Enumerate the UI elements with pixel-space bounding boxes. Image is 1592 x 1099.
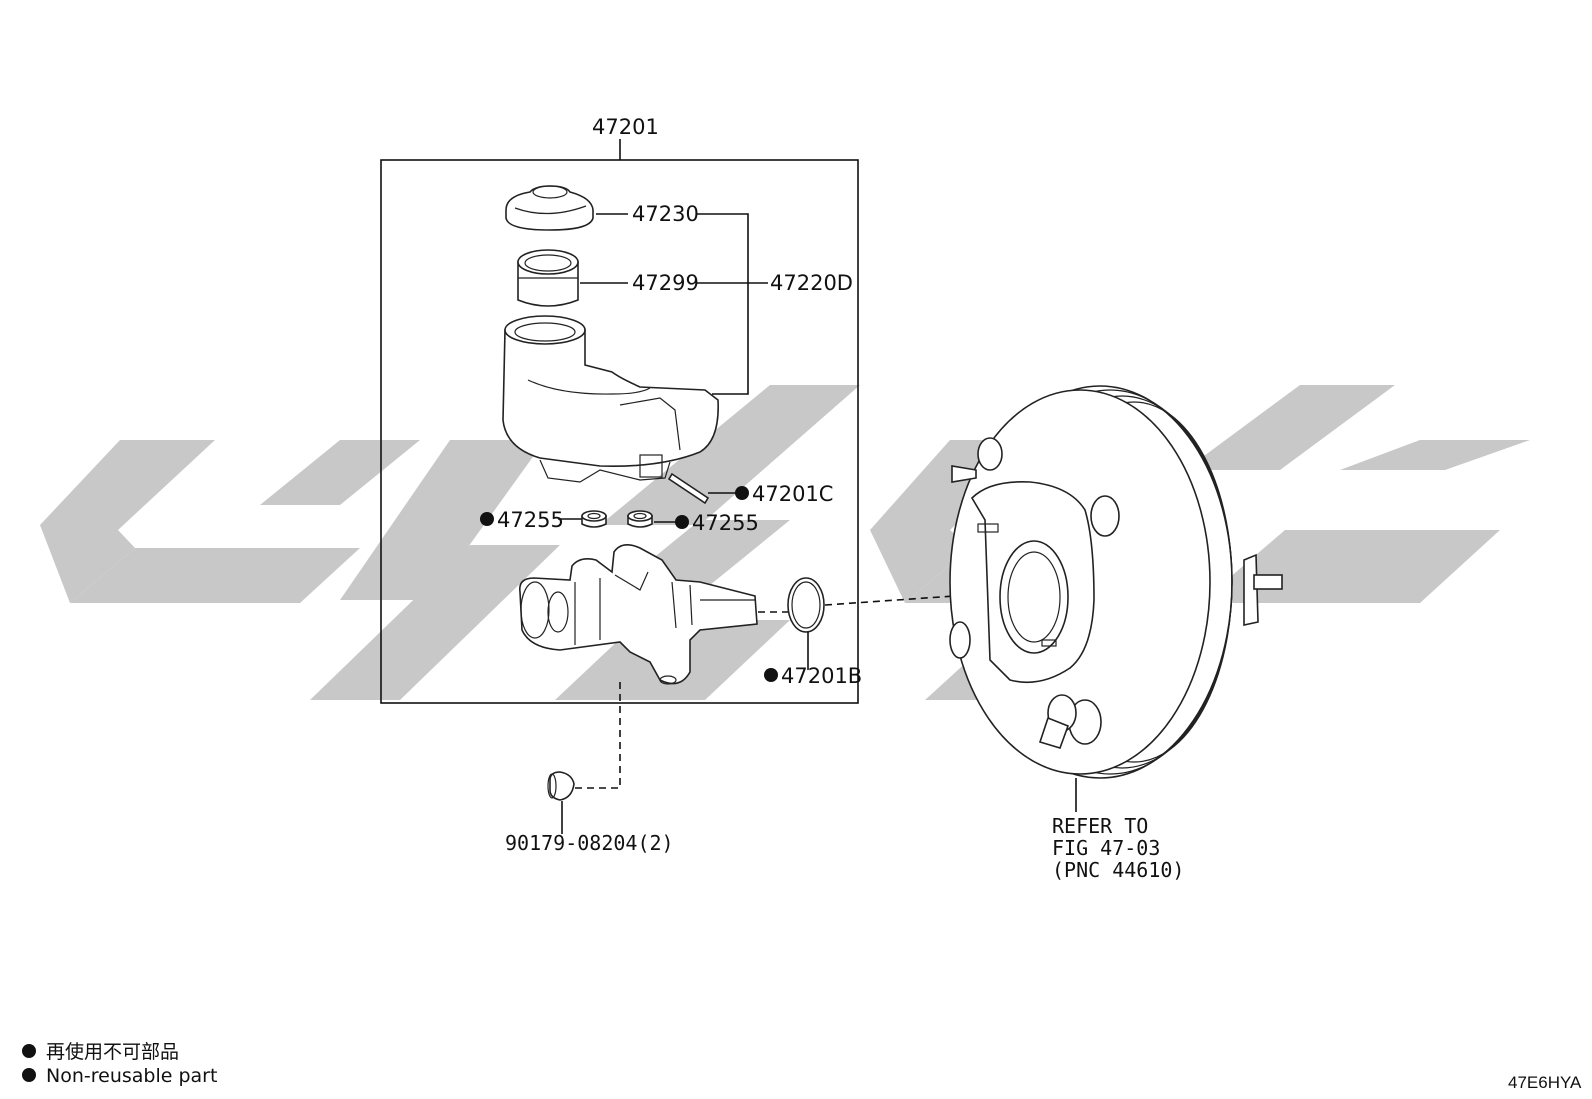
brake-booster-part[interactable] xyxy=(949,385,1283,779)
reservoir-part[interactable] xyxy=(502,315,719,483)
cap-part[interactable] xyxy=(505,185,594,231)
pin-nonreusable-dot xyxy=(735,486,749,500)
cap-label[interactable]: 47230 xyxy=(632,202,699,226)
reservoir-set-bracket xyxy=(696,213,749,395)
nut-label[interactable]: 90179-08204(2) xyxy=(505,831,674,855)
legend-text-en: Non-reusable part xyxy=(46,1065,217,1087)
reference-line2[interactable]: FIG 47-03 xyxy=(1052,836,1160,860)
reference-line1[interactable]: REFER TO xyxy=(1052,814,1148,838)
grommet-left-nonreusable-dot xyxy=(480,512,494,526)
reference-line3[interactable]: (PNC 44610) xyxy=(1052,858,1184,882)
pin-label[interactable]: 47201C xyxy=(752,482,833,506)
legend-text-cn: 再使用不可部品 xyxy=(46,1041,179,1063)
nut-dash-connector xyxy=(575,682,621,789)
o-ring-nonreusable-dot xyxy=(764,668,778,682)
o-ring-label[interactable]: 47201B xyxy=(781,664,862,688)
figure-code: 47E6HYA xyxy=(1508,1073,1582,1092)
watermark-logo xyxy=(40,385,1530,700)
master-cylinder-part[interactable] xyxy=(518,544,758,685)
reservoir-set-label[interactable]: 47220D xyxy=(770,271,853,295)
assembly-label[interactable]: 47201 xyxy=(592,115,659,139)
legend-dot-en xyxy=(22,1068,36,1082)
grommet-left-part[interactable] xyxy=(581,510,607,528)
legend: 再使用不可部品 Non-reusable part xyxy=(22,1041,217,1087)
nut-part[interactable] xyxy=(547,771,575,801)
legend-dot-cn xyxy=(22,1044,36,1058)
pin-part[interactable] xyxy=(667,472,710,505)
grommet-right-label[interactable]: 47255 xyxy=(692,511,759,535)
strainer-label[interactable]: 47299 xyxy=(632,271,699,295)
grommet-right-part[interactable] xyxy=(627,510,653,528)
o-ring-part[interactable] xyxy=(787,577,825,633)
grommet-right-nonreusable-dot xyxy=(675,515,689,529)
grommet-left-label[interactable]: 47255 xyxy=(497,508,564,532)
strainer-part[interactable] xyxy=(517,249,579,307)
